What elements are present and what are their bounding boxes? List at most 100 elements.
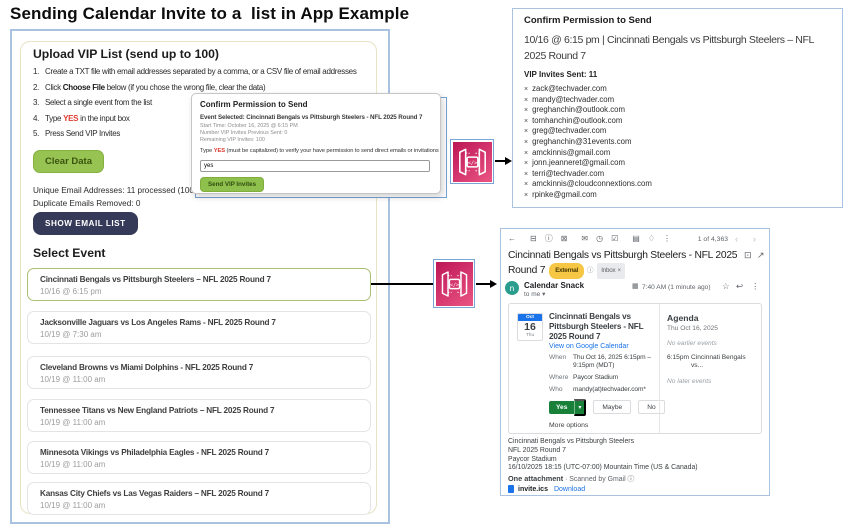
reply-icon[interactable]: ↩	[736, 281, 744, 291]
remove-icon[interactable]: ×	[524, 170, 529, 178]
rsvp-no-button[interactable]: No	[638, 400, 665, 415]
info-icon[interactable]: ⓘ	[627, 476, 635, 483]
rsvp-buttons: Yes ▾ Maybe No	[549, 398, 665, 416]
api-gateway-icon: </>	[433, 259, 475, 308]
newer-icon[interactable]: ‹	[735, 233, 738, 244]
snooze-icon[interactable]: ◷	[596, 234, 604, 243]
svg-text:</>: </>	[449, 282, 458, 288]
clear-data-button[interactable]: Clear Data	[33, 150, 104, 173]
divider	[659, 304, 660, 433]
arrow-from-event	[371, 283, 433, 285]
remove-icon[interactable]: ×	[524, 138, 529, 146]
gmail-toolbar: ← ⊟ ⓘ ⊠ ✉ ◷ ☑ ▤ ♢ ⋮ 1 of 4,363 ‹ ›	[508, 233, 764, 245]
instruction-item: 1.Create a TXT file with email addresses…	[33, 67, 357, 76]
no-earlier-events: No earlier events	[667, 340, 717, 347]
rsvp-yes-dropdown[interactable]: ▾	[574, 398, 587, 416]
arrow-to-email	[476, 283, 491, 285]
calendar-invite-card: Oct 16 Thu Cincinnati Bengals vs Pittsbu…	[508, 303, 762, 434]
invite-details: Cincinnati Bengals vs Pittsburgh Steeler…	[549, 312, 665, 429]
email-row: ×rpinke@gmail.com	[524, 189, 597, 199]
remove-icon[interactable]: ×	[524, 96, 529, 104]
download-link[interactable]: Download	[553, 485, 586, 493]
email-row: ×greghanchin@outlook.com	[524, 105, 625, 115]
remove-icon[interactable]: ×	[524, 117, 529, 125]
unique-emails-stat: Unique Email Addresses: 11 processed (10…	[33, 186, 215, 195]
older-icon[interactable]: ›	[753, 233, 756, 244]
email-body: Cincinnati Bengals vs Pittsburgh Steeler…	[508, 438, 698, 472]
rsvp-maybe-button[interactable]: Maybe	[593, 400, 632, 415]
select-event-heading: Select Event	[33, 246, 106, 260]
back-icon[interactable]: ←	[508, 234, 516, 243]
remove-icon[interactable]: ×	[524, 128, 529, 136]
remove-icon[interactable]: ×	[524, 86, 529, 93]
more-icon[interactable]: ⋮	[663, 234, 671, 243]
rsvp-yes-button[interactable]: Yes	[549, 400, 575, 414]
agenda-sidebar: Agenda Thu Oct 16, 2025 No earlier event…	[667, 313, 757, 385]
add-to-tasks-icon[interactable]: ☑	[611, 234, 619, 243]
to-me-dropdown[interactable]: to me ▾	[524, 291, 546, 298]
attachment-file-row: invite.ics Download	[508, 485, 585, 493]
email-row: ×tomhanchin@outlook.com	[524, 115, 623, 125]
instruction-item: 2.Click Choose File below (if you chose …	[33, 82, 266, 92]
archive-icon[interactable]: ⊟	[530, 234, 537, 243]
print-icon[interactable]: ⊡	[744, 250, 752, 260]
open-in-new-icon[interactable]: ↗	[757, 250, 765, 260]
arrowhead	[505, 157, 512, 165]
event-card[interactable]: Tennessee Titans vs New England Patriots…	[27, 399, 371, 432]
send-vip-invites-button[interactable]: Send VIP Invites	[200, 177, 265, 192]
event-card[interactable]: Kansas City Chiefs vs Las Vegas Raiders …	[27, 482, 371, 515]
event-card[interactable]: Jacksonville Jaguars vs Los Angeles Rams…	[27, 311, 371, 344]
page-title: Sending Calendar Invite to a list in App…	[10, 4, 410, 23]
mark-unread-icon[interactable]: ✉	[581, 234, 589, 243]
delete-icon[interactable]: ⊠	[560, 234, 568, 243]
event-icon: ▦	[632, 283, 639, 290]
email-row: ×jonn.jeanneret@gmail.com	[524, 158, 625, 168]
email-row: ×terri@techvader.com	[524, 168, 605, 178]
more-icon[interactable]: ⋮	[751, 281, 760, 291]
agenda-event: 6:15pm Cincinnati Bengals vs...	[667, 354, 746, 369]
sent-email-list: ×zack@techvader.com ×mandy@techvader.com…	[524, 84, 652, 201]
labels-icon[interactable]: ♢	[647, 234, 655, 243]
instruction-item: 3.Select a single event from the list	[33, 98, 152, 107]
timestamp: 7:40 AM (1 minute ago)	[642, 284, 711, 291]
remove-icon[interactable]: ×	[524, 160, 529, 168]
event-card-selected[interactable]: Cincinnati Bengals vs Pittsburgh Steeler…	[27, 268, 371, 301]
remove-icon[interactable]: ×	[524, 181, 529, 189]
instruction-list: 1.Create a TXT file with email addresses…	[33, 67, 357, 145]
show-email-list-button[interactable]: SHOW EMAIL LIST	[33, 212, 138, 235]
event-card[interactable]: Cleveland Browns vs Miami Dolphins - NFL…	[27, 356, 371, 389]
report-spam-icon[interactable]: ⓘ	[544, 234, 553, 243]
event-card[interactable]: Minnesota Vikings vs Philadelphia Eagles…	[27, 441, 371, 474]
api-gateway-icon-glyph: </>	[435, 261, 473, 306]
vip-invites-sent-count: VIP Invites Sent: 11	[524, 70, 598, 79]
info-icon[interactable]: ⓘ	[587, 267, 594, 274]
api-gateway-icon-glyph: </>	[452, 141, 492, 182]
remove-icon[interactable]: ×	[524, 107, 529, 115]
star-icon[interactable]: ☆	[722, 281, 730, 291]
avatar: n	[505, 281, 519, 295]
agenda-title: Agenda	[667, 313, 699, 323]
email-row: ×zack@techvader.com	[524, 84, 607, 93]
email-row: ×greghanchin@31events.com	[524, 136, 632, 146]
invite-title: Cincinnati Bengals vs Pittsburgh Steeler…	[549, 312, 644, 341]
inbox-label-chip[interactable]: Inbox×	[597, 263, 625, 279]
confirmation-title: Confirm Permission to Send	[524, 15, 652, 26]
email-row: ×amckinnis@cloudconnextions.com	[524, 179, 652, 189]
remove-icon[interactable]: ×	[524, 191, 529, 199]
attachment-file-name[interactable]: invite.ics	[518, 485, 548, 493]
date-day: 16	[524, 321, 536, 333]
upload-heading: Upload VIP List (send up to 100)	[33, 47, 219, 61]
calendar-date-tile: Oct 16 Thu	[517, 313, 543, 341]
chevron-down-icon: ▾	[542, 291, 546, 298]
dialog-title: Confirm Permission to Send	[200, 100, 308, 109]
attachment-summary: One attachment · Scanned by Gmail ⓘ	[508, 474, 635, 483]
move-to-icon[interactable]: ▤	[632, 234, 640, 243]
view-on-google-calendar-link[interactable]: View on Google Calendar	[549, 343, 629, 351]
more-options-link[interactable]: More options	[549, 421, 589, 429]
pagination-counter: 1 of 4,363	[697, 235, 728, 243]
remove-label-icon[interactable]: ×	[617, 268, 621, 274]
yes-confirmation-input[interactable]	[200, 160, 430, 172]
remove-icon[interactable]: ×	[524, 149, 529, 157]
